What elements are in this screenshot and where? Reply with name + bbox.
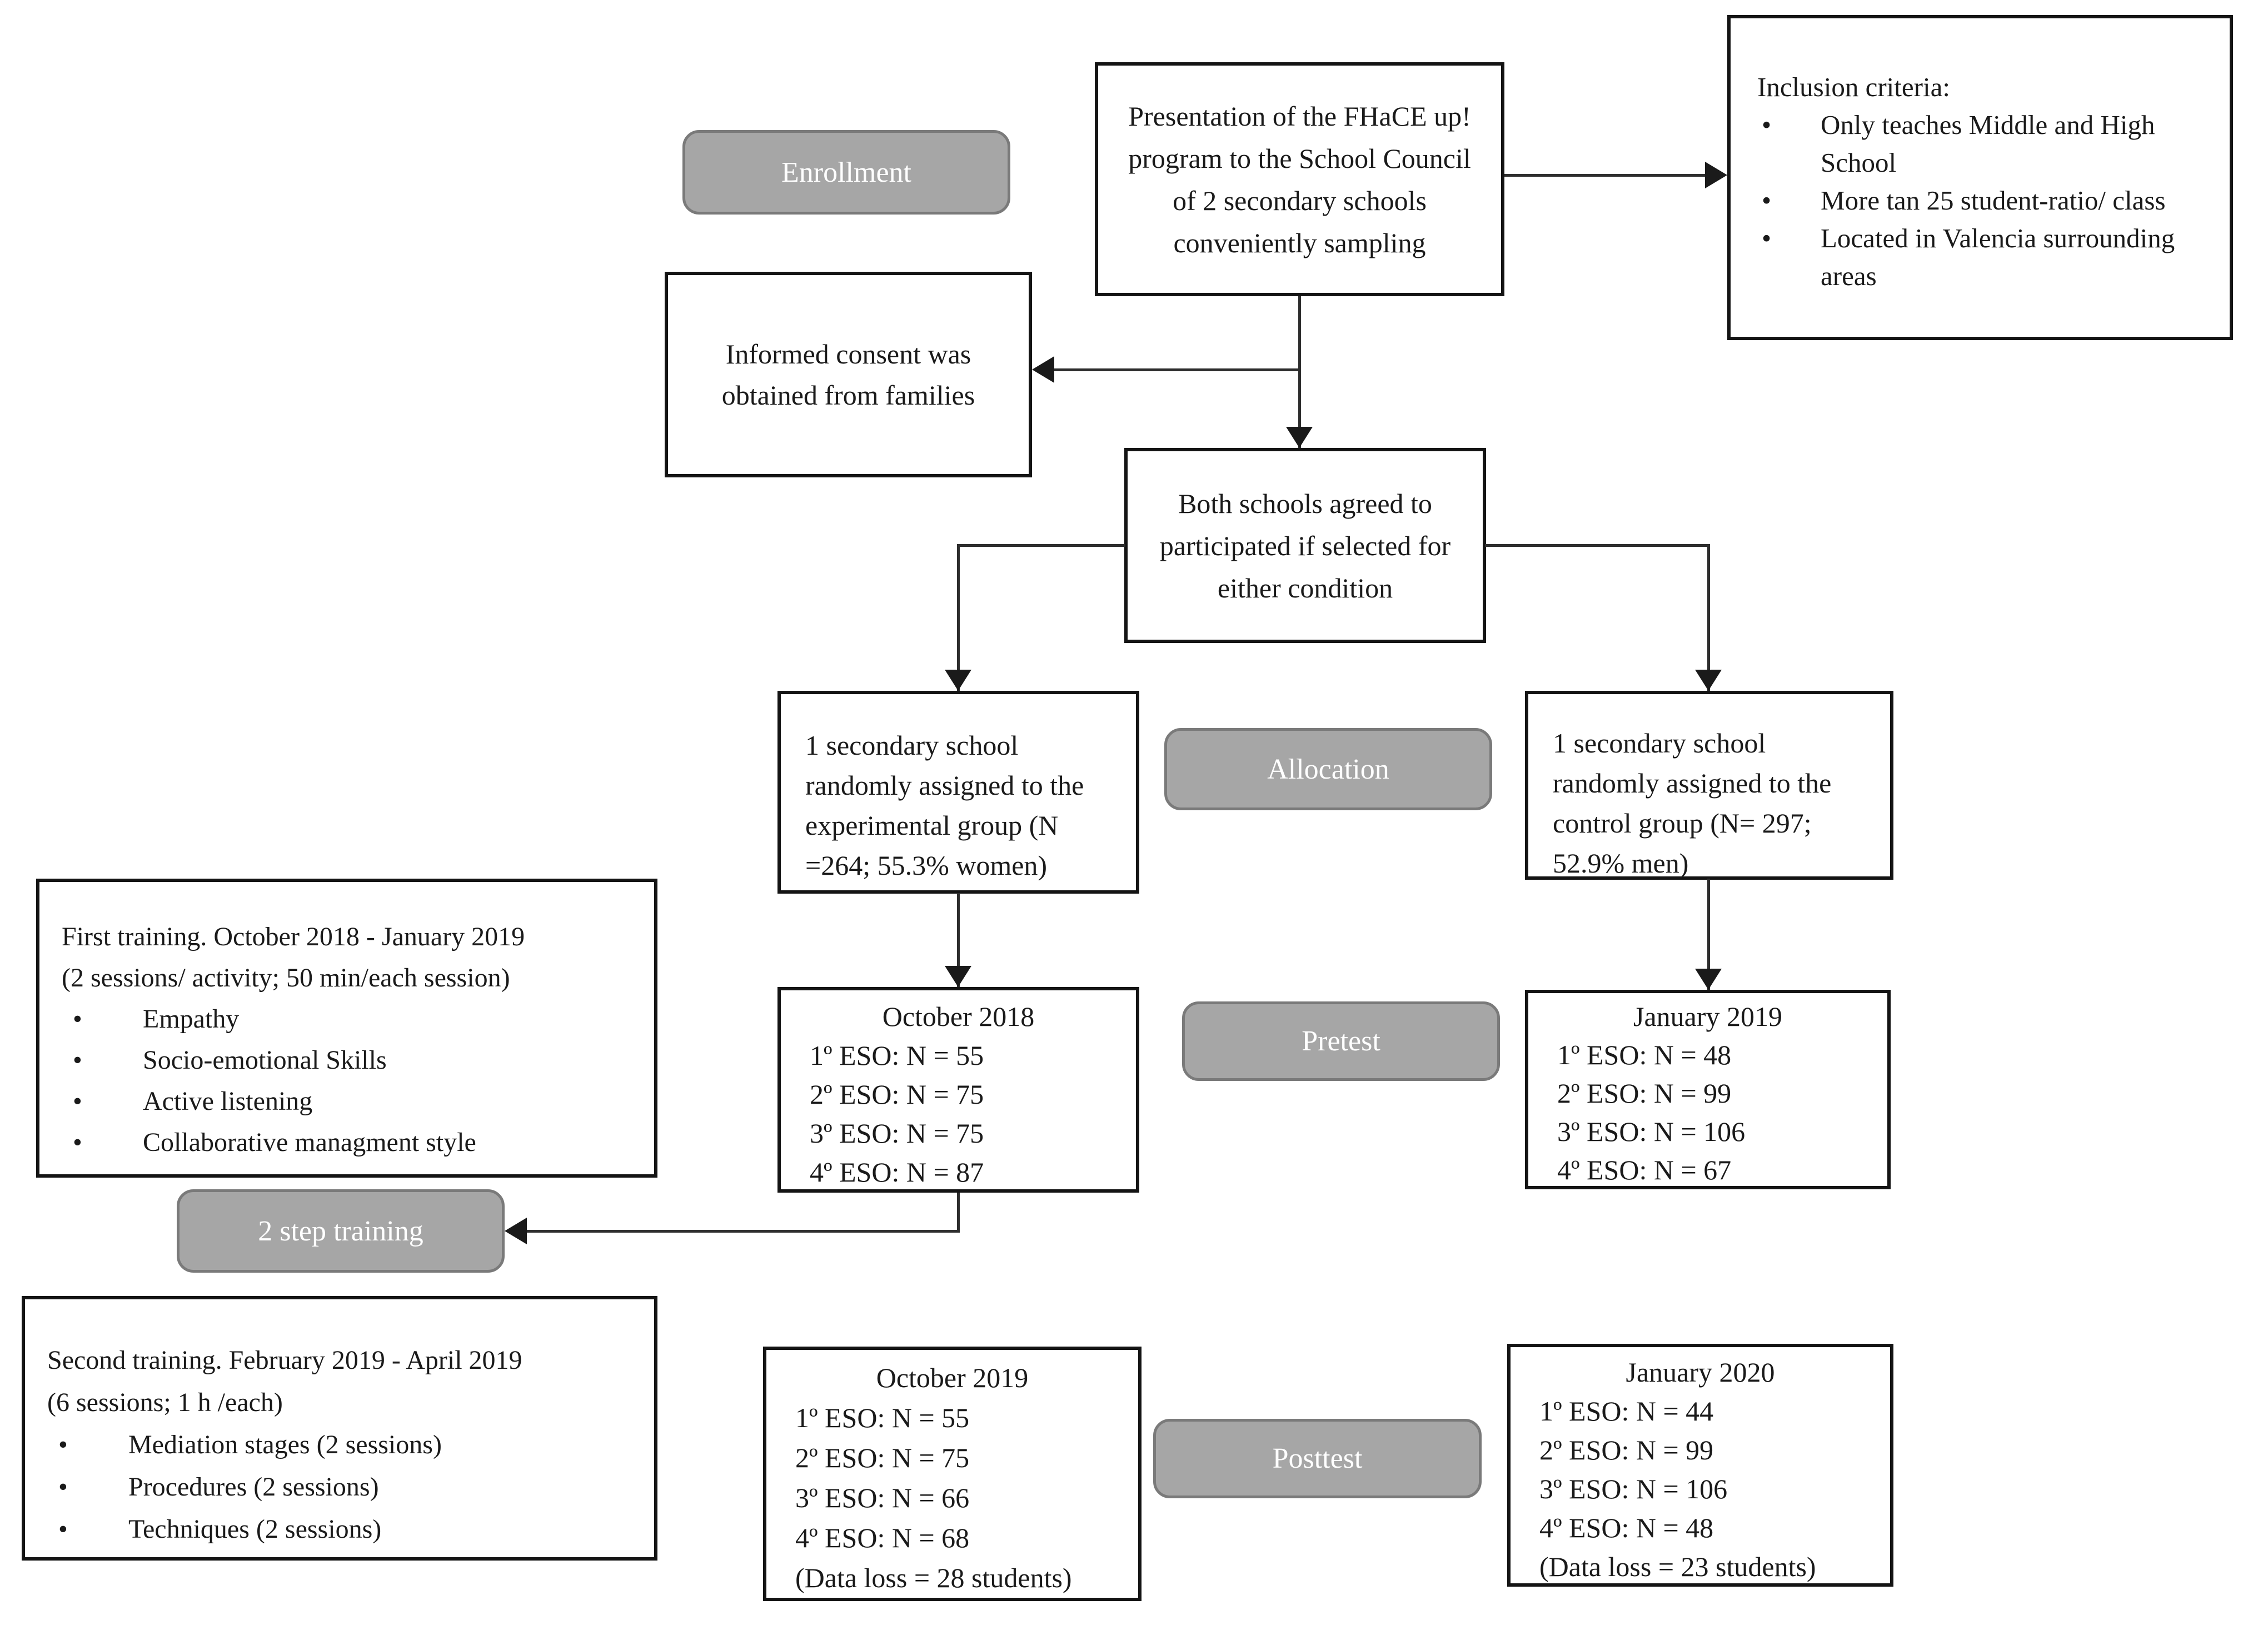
eso-count-line: 3º ESO: N = 66 bbox=[795, 1482, 970, 1513]
eso-count-line: 3º ESO: N = 75 bbox=[810, 1118, 984, 1149]
schools-agreement-text: Both schools agreed to participated if s… bbox=[1159, 487, 1451, 604]
program-presentation-box: Presentation of the FHaCE up! program to… bbox=[1095, 62, 1504, 296]
pretest-experimental-box: October 2018 1º ESO: N = 55 2º ESO: N = … bbox=[777, 987, 1139, 1193]
eso-count-line: 4º ESO: N = 67 bbox=[1557, 1154, 1732, 1185]
eso-count-line: 2º ESO: N = 99 bbox=[1539, 1434, 1714, 1466]
informed-consent-text: Informed consent was obtained from famil… bbox=[721, 338, 975, 411]
bullet-item: Techniques (2 sessions) bbox=[47, 1508, 640, 1551]
connector-to-experimental bbox=[957, 544, 960, 691]
control-group-text: 1 secondary school randomly assigned to … bbox=[1553, 727, 1832, 879]
arrowhead-down-icon bbox=[1286, 427, 1313, 448]
informed-consent-box: Informed consent was obtained from famil… bbox=[665, 272, 1032, 477]
bullet-item: Mediation stages (2 sessions) bbox=[47, 1424, 640, 1466]
eso-count-line: 1º ESO: N = 55 bbox=[795, 1402, 970, 1433]
pretest-stage-badge: Pretest bbox=[1182, 1001, 1500, 1081]
eso-count-line: 3º ESO: N = 106 bbox=[1539, 1473, 1728, 1504]
eso-count-line: 2º ESO: N = 75 bbox=[795, 1442, 970, 1473]
arrowhead-left-icon bbox=[1032, 356, 1054, 383]
first-training-list: Empathy Socio-emotional Skills Active li… bbox=[62, 999, 640, 1163]
schools-agreement-box: Both schools agreed to participated if s… bbox=[1124, 448, 1486, 643]
posttest-stage-badge: Posttest bbox=[1153, 1419, 1482, 1498]
bullet-item: More tan 25 student-ratio/ class bbox=[1757, 182, 2210, 220]
second-training-subtitle: (6 sessions; 1 h /each) bbox=[47, 1388, 283, 1417]
posttest-control-box: January 2020 1º ESO: N = 44 2º ESO: N = … bbox=[1507, 1344, 1893, 1587]
step-training-stage-badge: 2 step training bbox=[177, 1189, 505, 1273]
pretest-experimental-title: October 2018 bbox=[882, 1001, 1035, 1032]
eso-count-line: 1º ESO: N = 55 bbox=[810, 1040, 984, 1071]
eso-count-line: 4º ESO: N = 48 bbox=[1539, 1512, 1714, 1543]
first-training-subtitle: (2 sessions/ activity; 50 min/each sessi… bbox=[62, 963, 510, 993]
posttest-experimental-box: October 2019 1º ESO: N = 55 2º ESO: N = … bbox=[763, 1347, 1142, 1601]
bullet-item: Located in Valencia surrounding areas bbox=[1757, 220, 2210, 295]
posttest-experimental-title: October 2019 bbox=[876, 1362, 1029, 1393]
first-training-box: First training. October 2018 - January 2… bbox=[36, 879, 657, 1178]
arrowhead-right-icon bbox=[1705, 162, 1727, 188]
first-training-title: First training. October 2018 - January 2… bbox=[62, 922, 525, 951]
connector-control-to-pretest bbox=[1707, 879, 1710, 990]
inclusion-criteria-title: Inclusion criteria: bbox=[1757, 72, 1950, 102]
connector-presentation-to-agreement bbox=[1298, 296, 1301, 448]
arrowhead-down-icon bbox=[945, 966, 971, 987]
connector-agreement-left bbox=[957, 544, 1125, 547]
experimental-group-box: 1 secondary school randomly assigned to … bbox=[777, 691, 1139, 894]
posttest-control-title: January 2020 bbox=[1626, 1357, 1775, 1388]
connector-experimental-to-pretest bbox=[957, 893, 960, 987]
second-training-title: Second training. February 2019 - April 2… bbox=[47, 1345, 522, 1375]
arrowhead-left-icon bbox=[505, 1218, 527, 1244]
pretest-control-box: January 2019 1º ESO: N = 48 2º ESO: N = … bbox=[1525, 990, 1891, 1189]
program-presentation-text: Presentation of the FHaCE up! program to… bbox=[1128, 100, 1471, 258]
pretest-control-title: January 2019 bbox=[1633, 1001, 1782, 1032]
eso-count-line: 3º ESO: N = 106 bbox=[1557, 1116, 1746, 1147]
control-group-box: 1 secondary school randomly assigned to … bbox=[1525, 691, 1893, 880]
bullet-item: Procedures (2 sessions) bbox=[47, 1466, 640, 1508]
inclusion-criteria-list: Only teaches Middle and High School More… bbox=[1757, 106, 2210, 295]
connector-branch-to-consent bbox=[1053, 368, 1301, 371]
eso-count-line: 2º ESO: N = 75 bbox=[810, 1079, 984, 1110]
connector-presentation-to-inclusion bbox=[1504, 174, 1707, 177]
allocation-stage-badge: Allocation bbox=[1164, 728, 1492, 810]
data-loss-line: (Data loss = 28 students) bbox=[795, 1562, 1072, 1593]
bullet-item: Only teaches Middle and High School bbox=[1757, 106, 2210, 182]
eso-count-line: 1º ESO: N = 48 bbox=[1557, 1039, 1732, 1070]
connector-to-control bbox=[1707, 544, 1710, 691]
eso-count-line: 2º ESO: N = 99 bbox=[1557, 1078, 1732, 1109]
second-training-box: Second training. February 2019 - April 2… bbox=[22, 1296, 657, 1561]
bullet-item: Active listening bbox=[62, 1081, 640, 1122]
data-loss-line: (Data loss = 23 students) bbox=[1539, 1551, 1816, 1582]
eso-count-line: 1º ESO: N = 44 bbox=[1539, 1395, 1714, 1427]
connector-agreement-right bbox=[1485, 544, 1709, 547]
inclusion-criteria-box: Inclusion criteria: Only teaches Middle … bbox=[1727, 15, 2233, 340]
connector-pretest-down bbox=[957, 1193, 960, 1233]
connector-to-step-training bbox=[526, 1230, 960, 1233]
eso-count-line: 4º ESO: N = 68 bbox=[795, 1522, 970, 1553]
eso-count-line: 4º ESO: N = 87 bbox=[810, 1157, 984, 1188]
experimental-group-text: 1 secondary school randomly assigned to … bbox=[805, 730, 1084, 881]
second-training-list: Mediation stages (2 sessions) Procedures… bbox=[47, 1424, 640, 1551]
arrowhead-down-icon bbox=[945, 670, 971, 691]
bullet-item: Empathy bbox=[62, 999, 640, 1040]
arrowhead-down-icon bbox=[1695, 969, 1722, 990]
enrollment-stage-badge: Enrollment bbox=[682, 130, 1010, 215]
bullet-item: Collaborative managment style bbox=[62, 1122, 640, 1163]
arrowhead-down-icon bbox=[1695, 670, 1722, 691]
bullet-item: Socio-emotional Skills bbox=[62, 1040, 640, 1081]
